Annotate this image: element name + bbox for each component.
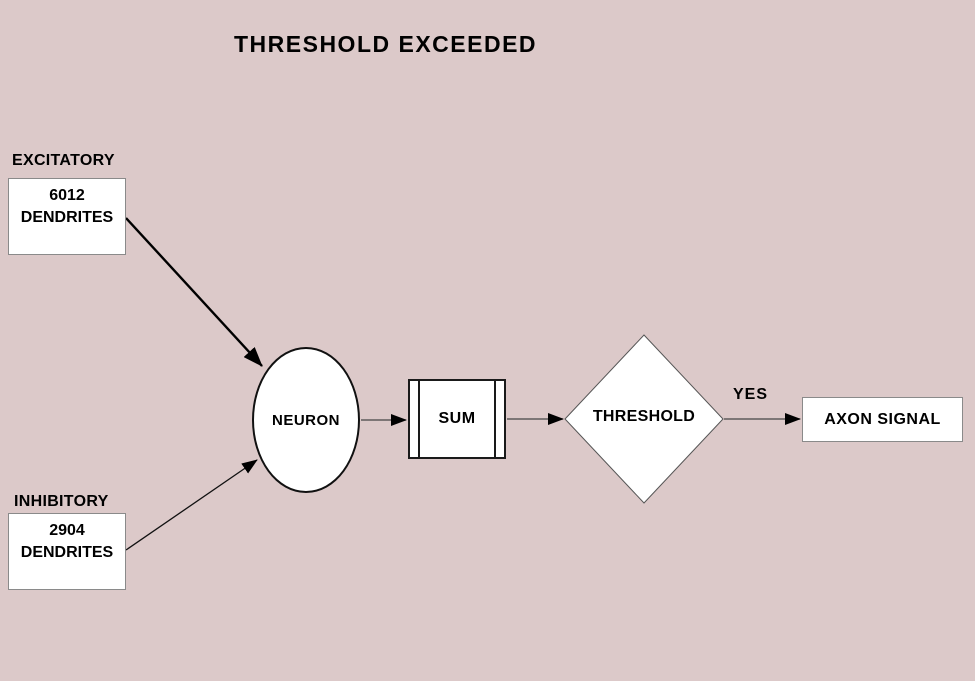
inhibitory-heading: INHIBITORY xyxy=(14,493,109,510)
excitatory-to-neuron-arrow xyxy=(125,217,263,367)
excitatory-unit: DENDRITES xyxy=(20,209,114,226)
axon-signal-label: AXON SIGNAL xyxy=(824,410,941,428)
inhibitory-unit: DENDRITES xyxy=(20,544,114,561)
sum-node: SUM xyxy=(408,379,506,459)
excitatory-dendrites-node: 6012 DENDRITES xyxy=(8,178,126,255)
inhibitory-count: 2904 xyxy=(49,522,85,539)
neuron-node: NEURON xyxy=(252,347,360,493)
neuron-label: NEURON xyxy=(271,411,340,429)
inhibitory-dendrites-node: 2904 DENDRITES xyxy=(8,513,126,590)
inhibitory-to-neuron-arrow xyxy=(125,459,258,551)
diagram-title: THRESHOLD EXCEEDED xyxy=(234,31,538,57)
threshold-label: THRESHOLD xyxy=(592,408,696,425)
threshold-diamond xyxy=(564,334,724,504)
excitatory-heading: EXCITATORY xyxy=(12,152,115,169)
axon-signal-node: AXON SIGNAL xyxy=(802,397,963,442)
yes-label: YES xyxy=(733,386,769,403)
excitatory-count: 6012 xyxy=(49,187,85,204)
sum-label: SUM xyxy=(438,410,476,427)
